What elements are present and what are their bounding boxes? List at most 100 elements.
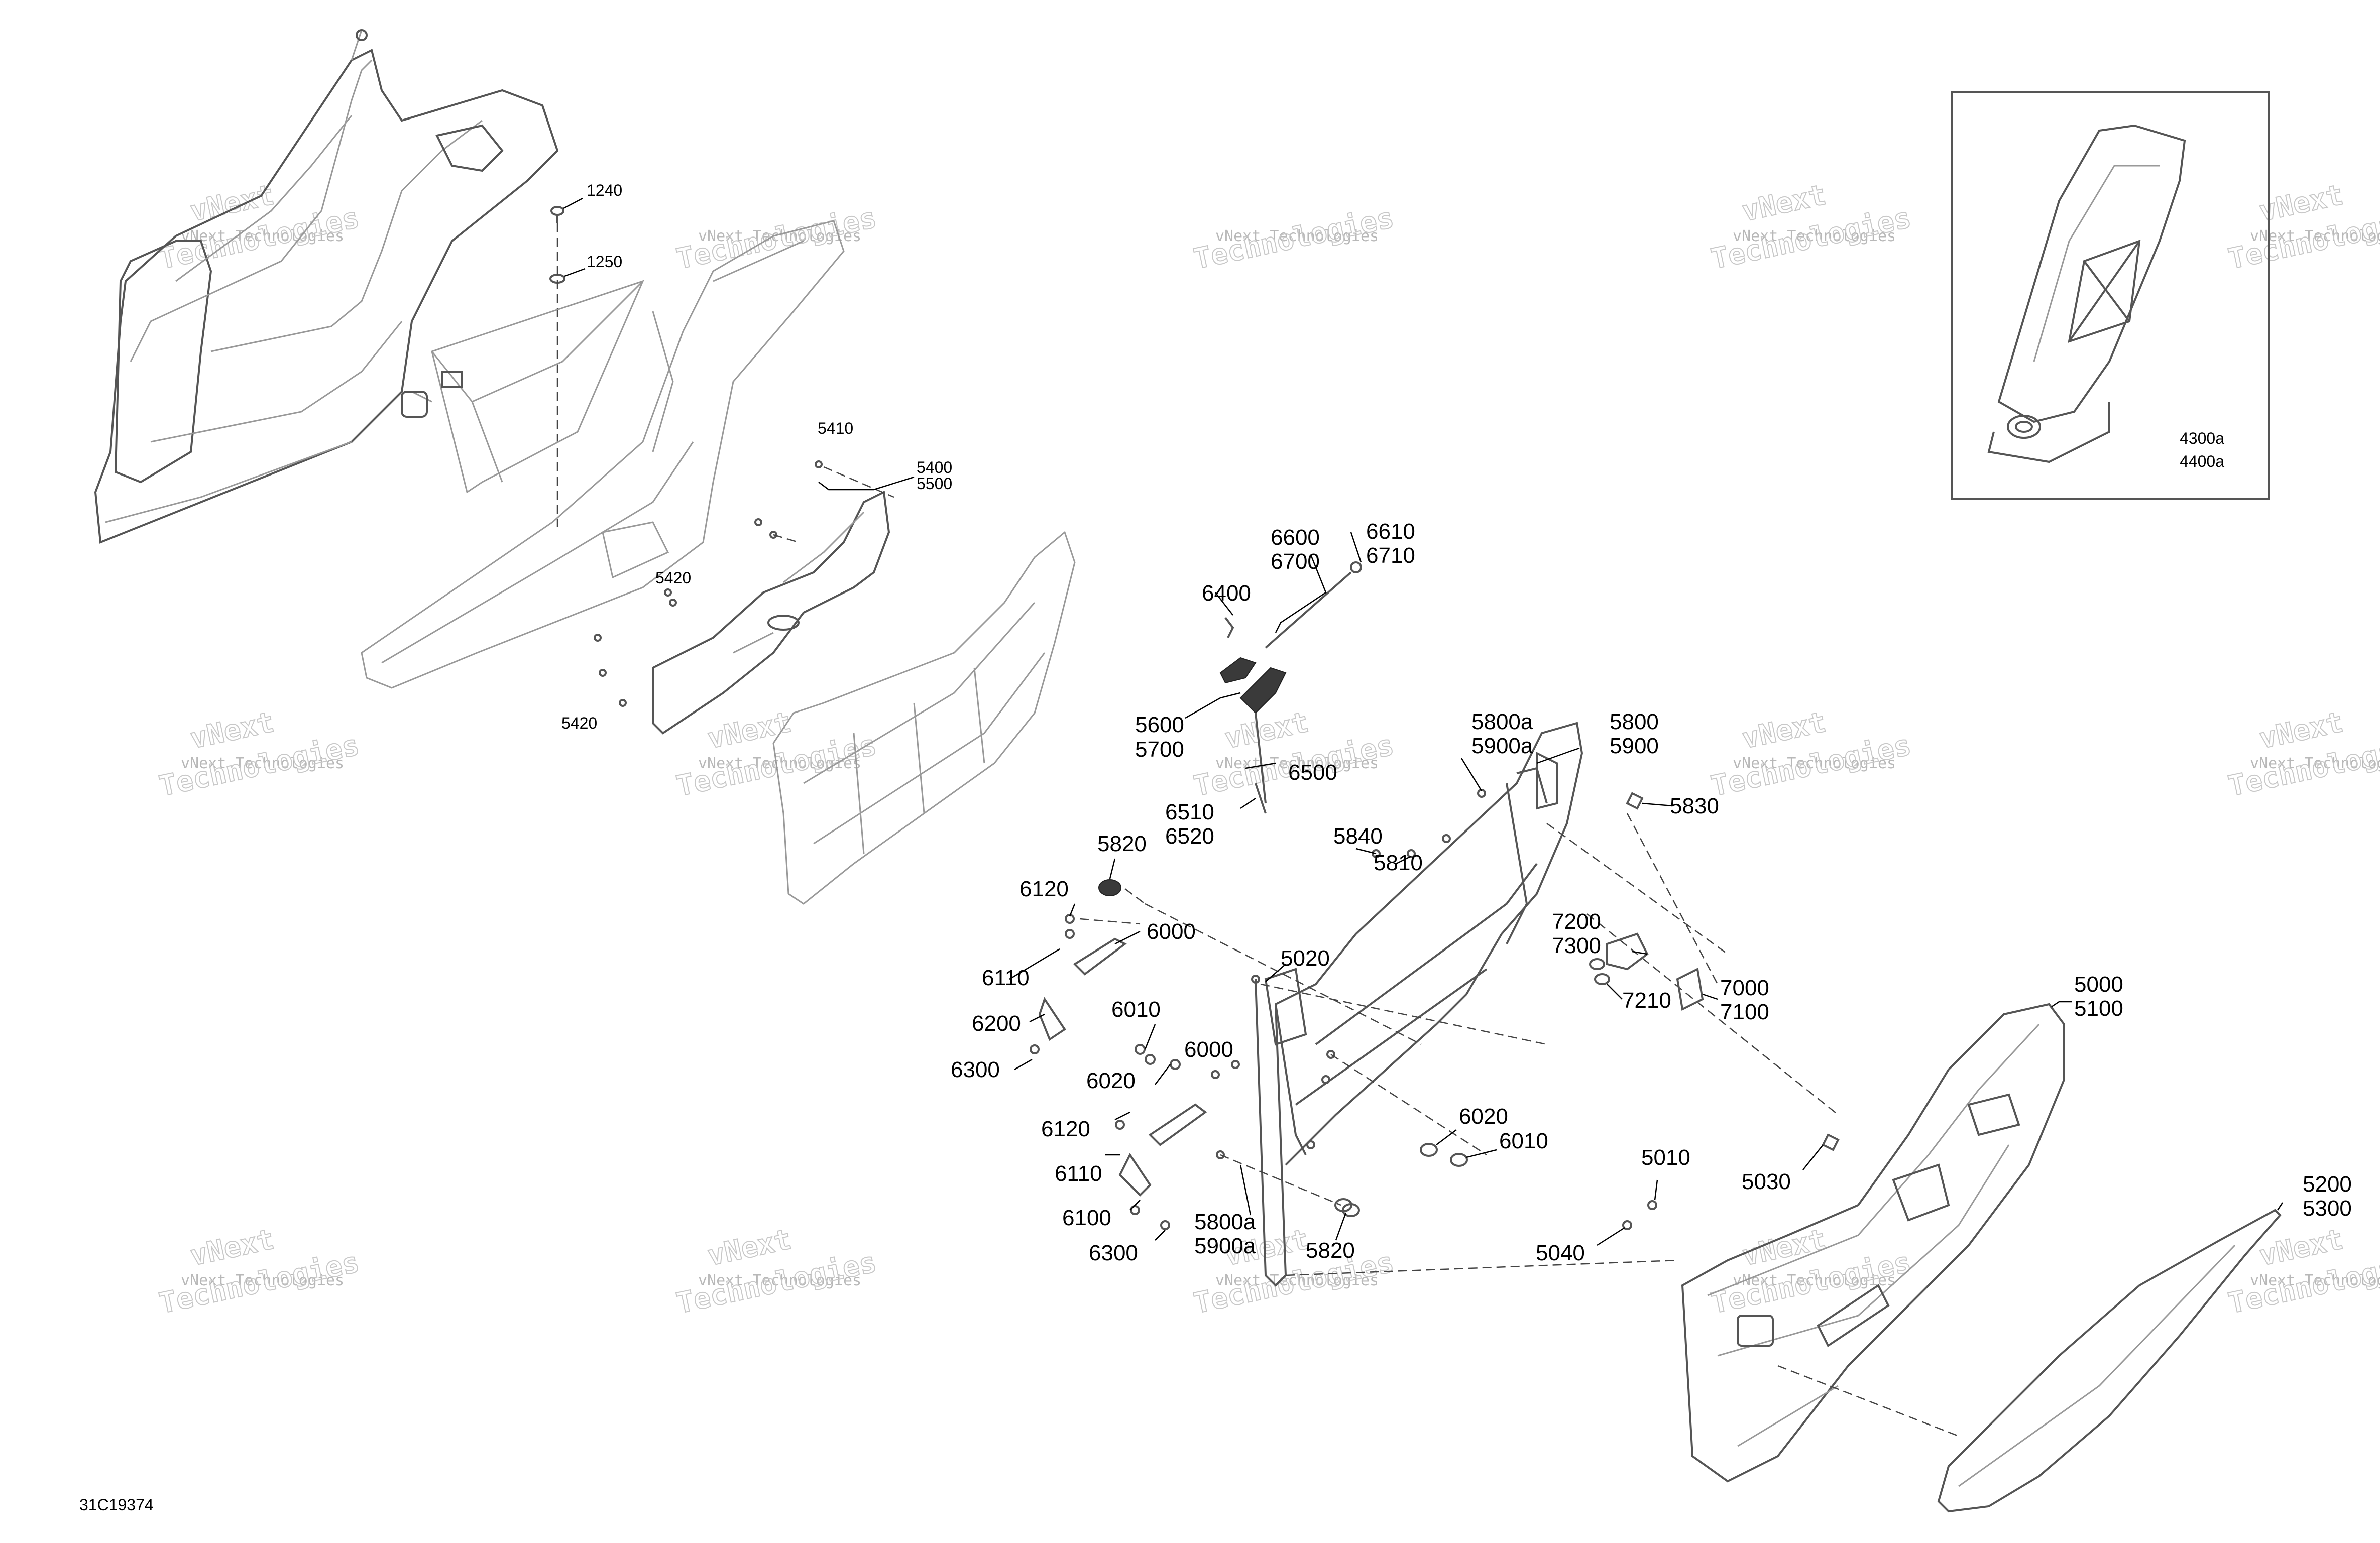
callout-6020-left: 6020: [1086, 1069, 1136, 1093]
callout-5820-bottom: 5820: [1306, 1238, 1355, 1263]
callout-5810: 5810: [1374, 851, 1423, 875]
svg-text:vNext Technologies: vNext Technologies: [1215, 755, 1379, 772]
watermark: vNext Technologies vNext Technologies: [1708, 1223, 1914, 1321]
watermark-layer: vNext Technologies vNext Technologies vN…: [156, 178, 2380, 1321]
watermark: vNext Technologies vNext Technologies: [1708, 178, 1914, 277]
callout-5030: 5030: [1742, 1169, 1791, 1194]
callout-5900a-top: 5900a: [1471, 734, 1533, 758]
callout-6000-mid: 6000: [1184, 1037, 1233, 1062]
washer-1250: [549, 268, 586, 284]
vehicle-body-side-panel: [94, 29, 559, 544]
watermark: vNext Technologies vNext Technologies: [2225, 178, 2380, 277]
strap-detail: [1987, 124, 2186, 463]
svg-text:vNext Technologies: vNext Technologies: [698, 1272, 861, 1289]
callout-5400: 5400: [917, 458, 952, 477]
latch-7000: [1676, 968, 1704, 1011]
callout-5800a-top: 5800a: [1471, 709, 1533, 734]
callout-5900a-bottom: 5900a: [1194, 1234, 1256, 1258]
callout-6120-top: 6120: [1019, 877, 1069, 901]
watermark: vNext Technologies vNext Technologies: [1708, 705, 1914, 804]
callout-6020-right: 6020: [1459, 1104, 1508, 1129]
svg-text:vNext Technologies: vNext Technologies: [698, 227, 861, 245]
frame-fasteners: [1145, 789, 1839, 1276]
watermark: vNext Technologies vNext Technologies: [673, 1223, 880, 1321]
callout-6600: 6600: [1271, 525, 1320, 550]
callout-7200: 7200: [1552, 909, 1601, 934]
door-inner-panel: [772, 531, 1076, 905]
callout-7000: 7000: [1720, 976, 1769, 1000]
watermark: vNext Technologies vNext Technologies: [156, 705, 363, 804]
svg-text:vNext Technologies: vNext Technologies: [181, 227, 344, 245]
callout-6300-top: 6300: [951, 1057, 1000, 1082]
callout-6610: 6610: [1366, 519, 1415, 544]
callout-6110-top: 6110: [982, 966, 1030, 990]
upper-hinge: [1030, 879, 1146, 1054]
svg-text:vNext Technologies: vNext Technologies: [181, 1272, 344, 1289]
watermark: vNext Technologies Technologies: [673, 201, 880, 277]
callout-6010-left: 6010: [1111, 997, 1161, 1022]
svg-text:Technologies: Technologies: [674, 202, 879, 276]
callout-5800: 5800: [1610, 709, 1659, 734]
callout-5830: 5830: [1670, 794, 1719, 818]
callout-5010: 5010: [1641, 1145, 1690, 1170]
callout-6400: 6400: [1202, 581, 1251, 606]
latch-7200: [1589, 932, 1649, 985]
callout-5900: 5900: [1610, 734, 1659, 758]
door-latch-linkage: [1219, 561, 1362, 814]
callout-6300-bottom: 6300: [1089, 1241, 1138, 1265]
svg-text:vNext Technologies: vNext Technologies: [1215, 1272, 1379, 1289]
callout-6500: 6500: [1288, 760, 1337, 785]
drawing-id: 31C19374: [79, 1496, 154, 1514]
watermark: vNext Technologies vNext Technologies: [156, 178, 363, 277]
lower-hinge: [1115, 1044, 1207, 1230]
callout-5200: 5200: [2303, 1172, 2352, 1197]
callout-5300: 5300: [2303, 1196, 2352, 1221]
svg-text:vNext Technologies: vNext Technologies: [181, 755, 344, 772]
door-frame: [1255, 722, 1583, 1287]
callout-5700: 5700: [1135, 737, 1184, 762]
callout-7100: 7100: [1720, 1000, 1769, 1024]
watermark: vNext Technologies vNext Technologies: [2225, 1223, 2380, 1321]
callout-6100: 6100: [1062, 1206, 1111, 1230]
fastener-1240: [550, 197, 583, 223]
svg-text:vNext Technologies: vNext Technologies: [1733, 755, 1896, 772]
leader-lines: [818, 476, 2284, 1246]
svg-text:Technologies: Technologies: [1191, 202, 1397, 276]
watermark: vNext Technologies vNext Technologies: [1191, 705, 1397, 804]
svg-text:vNext Technologies: vNext Technologies: [2250, 755, 2380, 772]
svg-text:vNext Technologies: vNext Technologies: [2250, 1272, 2380, 1289]
callout-6700: 6700: [1271, 549, 1320, 574]
watermark: vNext Technologies vNext Technologies: [2225, 705, 2380, 804]
svg-text:vNext Technologies: vNext Technologies: [1733, 227, 1896, 245]
panel-bracket-5400: [652, 490, 890, 735]
svg-text:vNext Technologies: vNext Technologies: [2250, 227, 2380, 245]
callout-1250: 1250: [587, 253, 622, 271]
svg-text:vNext Technologies: vNext Technologies: [1215, 227, 1379, 245]
callout-6200: 6200: [972, 1011, 1021, 1036]
svg-text:vNext Technologies: vNext Technologies: [698, 755, 861, 772]
callout-5420-lower: 5420: [561, 714, 597, 732]
door-fasteners: [1622, 1133, 1840, 1230]
callout-6000-top: 6000: [1147, 919, 1196, 944]
callout-6120-bottom: 6120: [1041, 1117, 1090, 1141]
screws-5410: [594, 460, 894, 707]
callout-6010-right: 6010: [1499, 1129, 1548, 1153]
callout-5500: 5500: [917, 474, 952, 493]
callout-5820-top: 5820: [1097, 832, 1147, 856]
watermark: vNext Technologies vNext Technologies: [673, 705, 880, 804]
watermark: vNext Technologies Technologies: [1191, 201, 1397, 277]
callout-5600: 5600: [1135, 713, 1184, 737]
callout-labels: 1240 1250 5410 5400 5500 5420 5420 6600 …: [561, 181, 2352, 1265]
callout-5840: 5840: [1333, 824, 1383, 849]
watermark: vNext Technologies vNext Technologies: [156, 1223, 363, 1321]
callout-1240: 1240: [587, 181, 622, 199]
door-outer-panel: [1681, 1003, 2065, 1483]
callout-7210: 7210: [1622, 988, 1671, 1013]
callout-6110-bottom: 6110: [1055, 1161, 1102, 1186]
inset-detail-box: 4300a 4400a: [1951, 91, 2270, 500]
callout-5040: 5040: [1536, 1241, 1585, 1265]
callout-7300: 7300: [1552, 933, 1601, 958]
callout-5100: 5100: [2074, 996, 2123, 1021]
callout-5800a-bottom: 5800a: [1194, 1210, 1256, 1234]
